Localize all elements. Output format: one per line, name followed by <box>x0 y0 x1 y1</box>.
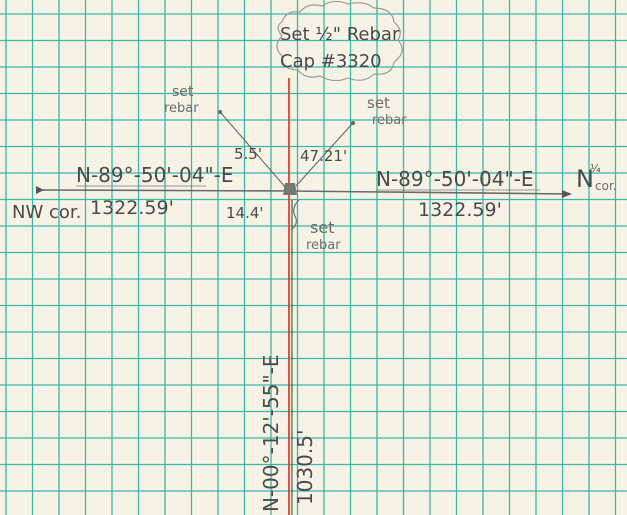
n-quarter-corner-main: N <box>576 165 594 193</box>
leader-s <box>290 199 300 231</box>
south-distance: 1030.5' <box>293 430 317 505</box>
set-rebar-ne-line1: set <box>367 94 390 112</box>
west-bearing: N-89°-50'-04"-E <box>76 163 234 187</box>
leader-ne-end <box>351 121 355 125</box>
dist-right-label: 47.21' <box>300 147 347 165</box>
east-distance: 1322.59' <box>418 199 502 221</box>
west-distance: 1322.59' <box>90 197 174 219</box>
leader-nw-end <box>218 110 222 114</box>
n-quarter-corner-marker <box>562 190 572 198</box>
set-rebar-nw-line1: set <box>172 84 194 100</box>
callout-cloud <box>276 0 403 82</box>
leader-nw <box>220 112 287 189</box>
set-rebar-ne-line2: rebar <box>372 113 407 128</box>
dist-down-label: 14.4' <box>226 204 264 222</box>
west-boundary-line <box>37 189 290 192</box>
center-monument <box>283 183 297 195</box>
nw-corner-label: NW cor. <box>12 202 81 223</box>
callout-line-2: Cap #3320 <box>280 51 382 72</box>
nw-corner-marker <box>36 186 44 194</box>
east-bearing: N-89°-50'-04"-E <box>376 167 534 191</box>
dist-left-label: 5.5' <box>234 145 262 163</box>
set-rebar-s-line1: set <box>310 218 334 237</box>
set-rebar-s-line2: rebar <box>306 238 341 253</box>
east-boundary-line <box>288 190 571 195</box>
n-quarter-corner-sup: ¼ <box>590 162 601 175</box>
callout-line-1: Set ½" Rebar <box>280 24 400 45</box>
leader-ne <box>295 123 353 187</box>
set-rebar-nw-line2: rebar <box>164 101 199 116</box>
south-bearing: N-00°-12'-55"-E <box>259 354 283 512</box>
n-quarter-corner-sub: cor. <box>595 179 617 193</box>
